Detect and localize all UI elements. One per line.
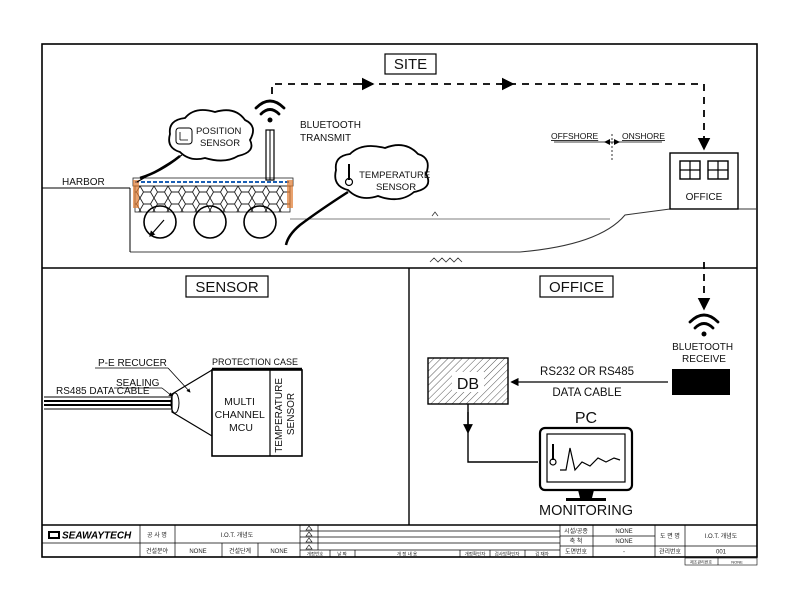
scale-row-0-label: 시설/공종 bbox=[564, 527, 588, 535]
scale-row-1-value: NONE bbox=[615, 539, 632, 545]
title-block bbox=[42, 525, 757, 557]
rev-header-2: 개 정 내 용 bbox=[397, 551, 417, 558]
monitoring-label: MONITORING bbox=[539, 503, 633, 519]
bluetooth-transmit-label: BLUETOOTH TRANSMIT bbox=[300, 120, 364, 144]
temperature-sensor-callout bbox=[284, 144, 430, 246]
pe-reducer-label: P-E RECUCER bbox=[98, 358, 167, 369]
bluetooth-receive-icon bbox=[688, 313, 720, 337]
bluetooth-transmit-icon bbox=[254, 99, 286, 123]
rev-header-5: 검 재자 bbox=[535, 551, 550, 558]
offshore-onshore-marker bbox=[554, 134, 662, 162]
stage-value: NONE bbox=[270, 549, 287, 555]
offshore-label: OFFSHORE bbox=[551, 131, 599, 141]
position-sensor-callout bbox=[136, 109, 254, 183]
footer-box bbox=[684, 557, 758, 566]
site-office-building bbox=[669, 152, 739, 210]
db-label: DB bbox=[457, 376, 479, 393]
sensor-title: SENSOR bbox=[185, 275, 269, 298]
receiver-device bbox=[672, 369, 730, 395]
harbor-label: HARBOR bbox=[62, 177, 105, 188]
sensor-cable bbox=[44, 396, 172, 410]
transmission-path bbox=[271, 83, 711, 151]
rev-header-1: 날 짜 bbox=[337, 551, 347, 558]
position-sensor-label: POSITION SENSOR bbox=[196, 126, 244, 149]
sensor-temperature-label: TEMPERATURE SENSOR bbox=[274, 375, 297, 453]
rev-header-0: 개정번호 bbox=[307, 551, 324, 558]
db-to-pc-line bbox=[467, 404, 538, 463]
rs485-label: RS485 DATA CABLE bbox=[56, 386, 150, 397]
pc-monitor bbox=[538, 426, 634, 501]
sealing-arrow bbox=[161, 387, 173, 397]
rev-header-4: 검사방확인자 bbox=[495, 551, 521, 558]
manage-value: 001 bbox=[716, 550, 727, 556]
scale-row-0-value: NONE bbox=[615, 529, 632, 535]
site-office-label: OFFICE bbox=[686, 192, 723, 203]
bluetooth-receive-label: BLUETOOTH RECEIVE bbox=[672, 342, 736, 365]
scale-row-2-label: 도면번호 bbox=[565, 548, 588, 556]
svg-text:OFFICE: OFFICE bbox=[549, 279, 604, 296]
drawing-name-value: I.O.T. 개념도 bbox=[705, 532, 738, 540]
temperature-sensor-label: TEMPERATURE SENSOR bbox=[359, 170, 433, 193]
pe-reducer-arrow bbox=[167, 367, 191, 393]
scale-row-2-value: - bbox=[623, 550, 625, 556]
field-value: NONE bbox=[189, 549, 206, 555]
rev-header-3: 개정확인자 bbox=[465, 551, 487, 558]
floating-structure bbox=[132, 129, 294, 239]
office-title: OFFICE bbox=[539, 275, 614, 298]
harbor-ground bbox=[42, 187, 290, 253]
footer-label: 제조관리번호 bbox=[690, 559, 712, 565]
field-label: 건설분야 bbox=[146, 547, 169, 555]
svg-text:SEAWAYTECH: SEAWAYTECH bbox=[62, 531, 132, 542]
cable-label-bottom: DATA CABLE bbox=[552, 387, 622, 399]
sealing-label: SEALING bbox=[116, 378, 160, 389]
pc-label: PC bbox=[575, 410, 597, 427]
scale-row-1-label: 축 척 bbox=[570, 537, 583, 545]
manage-label: 관리번호 bbox=[659, 548, 682, 556]
title-block-logo: SEAWAYTECH bbox=[48, 531, 132, 542]
project-label: 공 사 명 bbox=[147, 531, 167, 539]
shoreline bbox=[290, 208, 757, 263]
position-sensor-arrow bbox=[149, 219, 165, 237]
onshore-label: ONSHORE bbox=[622, 131, 665, 141]
stage-label: 건설단계 bbox=[229, 547, 251, 555]
mcu-label: MULTI CHANNEL MCU bbox=[215, 396, 268, 434]
protection-case-label: PROTECTION CASE bbox=[212, 357, 298, 367]
sensor-housing bbox=[170, 367, 303, 457]
drawing-name-label: 도 면 명 bbox=[660, 532, 680, 540]
outer-frame bbox=[41, 43, 758, 558]
project-value: I.O.T. 개념도 bbox=[221, 531, 254, 539]
revision-triangles bbox=[305, 525, 313, 550]
cable-label-top: RS232 OR RS485 bbox=[540, 366, 634, 378]
site-title: SITE bbox=[384, 53, 437, 75]
svg-text:SENSOR: SENSOR bbox=[195, 279, 259, 296]
svg-text:SITE: SITE bbox=[394, 56, 427, 73]
footer-value: NONE bbox=[731, 560, 743, 565]
